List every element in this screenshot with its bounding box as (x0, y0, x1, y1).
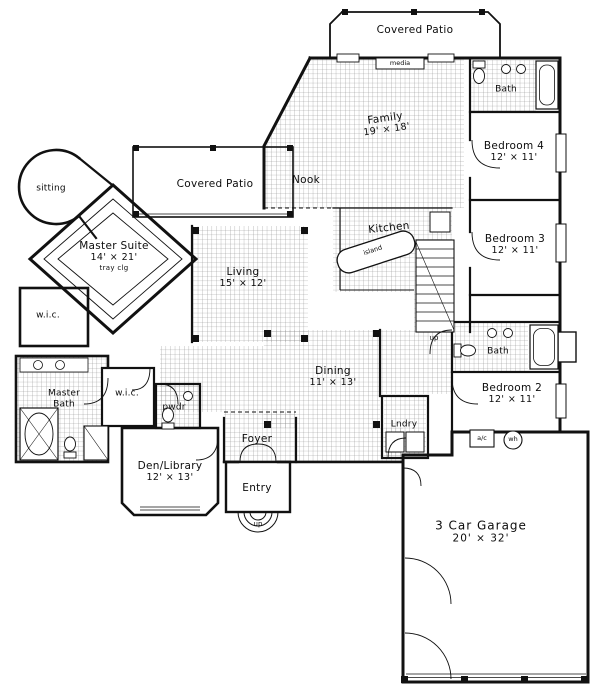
washer (385, 431, 405, 453)
entry-walls (224, 460, 292, 514)
tiled-floor-areas (16, 58, 536, 462)
ceiling-break-lines (224, 207, 333, 413)
utility-fixtures (469, 429, 523, 450)
den-walls (120, 426, 220, 517)
wic1-walls (18, 286, 90, 348)
entry-steps (237, 511, 279, 533)
garage-door-arcs (404, 557, 586, 680)
toilet-top-bath (473, 68, 485, 84)
stairs (415, 239, 455, 333)
columns (133, 9, 588, 683)
toilet-mid-bath (460, 344, 476, 357)
dryer (405, 431, 425, 453)
interior-walls (222, 56, 562, 464)
bath-fixtures (19, 60, 559, 461)
kitchen-island (336, 230, 416, 274)
sitting-bay-wall (17, 148, 81, 226)
toilet-pwdr (162, 407, 174, 423)
wic2-walls (100, 366, 156, 428)
media-niche (375, 57, 425, 70)
laundry-fixtures (385, 431, 425, 453)
structure-walls (14, 10, 501, 517)
top-patio-outline (329, 10, 501, 57)
tray-ceiling-lines (43, 198, 183, 320)
water-heater (503, 430, 523, 450)
ac-unit (469, 429, 495, 448)
kitchen-fixtures (336, 208, 451, 291)
door-swings (83, 139, 501, 487)
refrigerator (429, 211, 451, 233)
toilet-master-bath (64, 436, 76, 452)
